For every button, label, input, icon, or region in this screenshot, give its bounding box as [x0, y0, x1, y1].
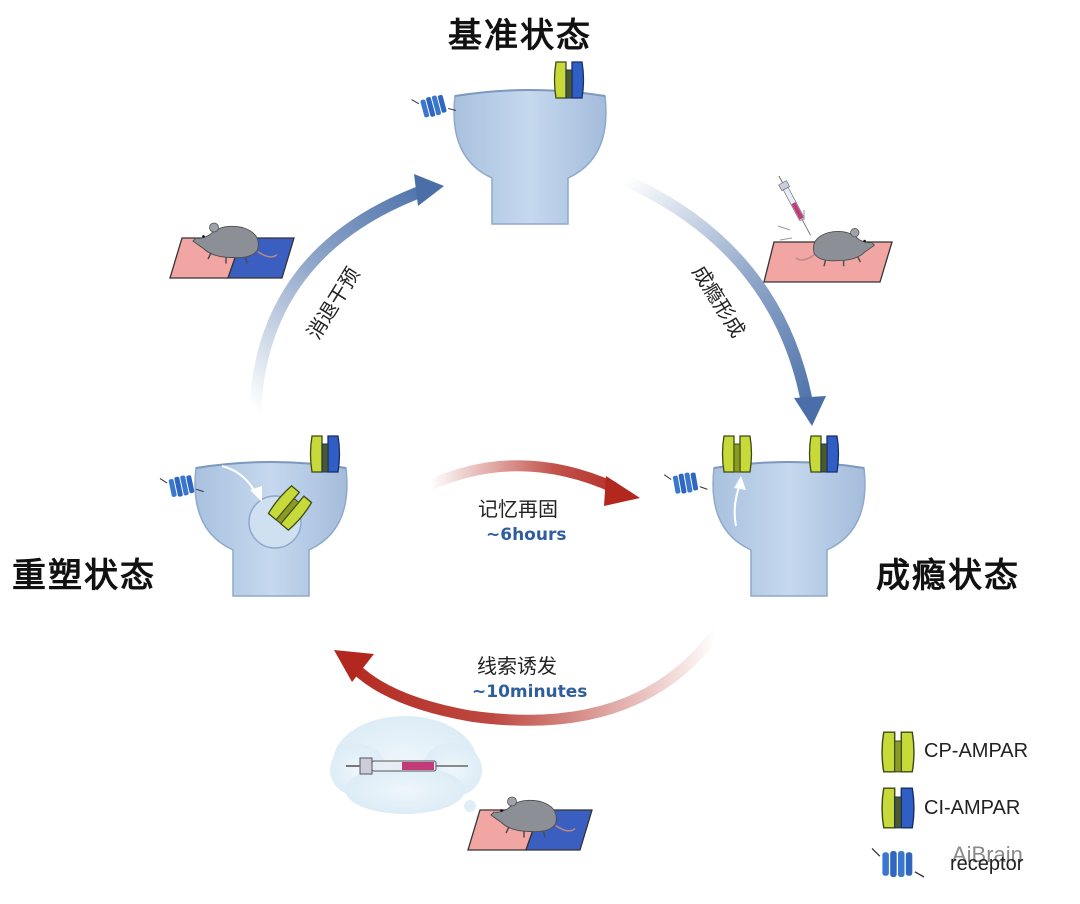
insertion-arrowhead — [734, 476, 746, 490]
legend-ci-ampar-icon — [881, 787, 915, 829]
reconsolidation-arrowhead — [604, 476, 640, 506]
internalization-arrowhead — [250, 486, 262, 502]
legend-receptor-label: receptor — [950, 853, 1024, 875]
cue-induction-duration: ~10minutes — [472, 682, 588, 702]
baseline-state-title: 基准状态 — [448, 16, 592, 56]
cue-induction-arrowhead — [334, 650, 374, 682]
extinction-arrow — [249, 184, 428, 413]
baseline-receptor-icon — [411, 88, 457, 122]
reconsolidation-arrow — [427, 460, 618, 494]
legend-cp-ampar-icon — [881, 731, 915, 773]
addiction-receptor-icon — [663, 467, 708, 497]
addiction-cp-ampar-icon — [721, 435, 753, 473]
remodel-state-title: 重塑状态 — [12, 556, 156, 596]
legend-cp-ampar-label: CP-AMPAR — [924, 740, 1029, 762]
cue-induction-label: 线索诱发 — [477, 654, 557, 678]
remodel-ci-ampar-icon — [309, 435, 341, 473]
legend-ci-ampar-label: CI-AMPAR — [924, 797, 1021, 819]
extinction-arrowhead — [414, 174, 444, 206]
cue-induction-arrow — [351, 626, 723, 726]
legend-receptor-icon — [871, 847, 925, 878]
addiction-state-title: 成瘾状态 — [876, 556, 1020, 596]
injection-lines-icon — [777, 210, 805, 241]
watermark: AiBrain — [952, 842, 1023, 867]
addiction-ci-ampar-icon — [808, 435, 840, 473]
addiction-spine — [712, 461, 866, 597]
addiction-formation-arrow — [622, 174, 814, 410]
baseline-ci-ampar-icon — [553, 61, 585, 99]
baseline-spine — [453, 89, 607, 225]
addiction-formation-arrowhead — [794, 396, 826, 426]
reconsolidation-label: 记忆再固 — [478, 497, 558, 521]
addiction-syringe-illustration — [774, 173, 815, 238]
reconsolidation-duration: ~6hours — [486, 525, 567, 545]
